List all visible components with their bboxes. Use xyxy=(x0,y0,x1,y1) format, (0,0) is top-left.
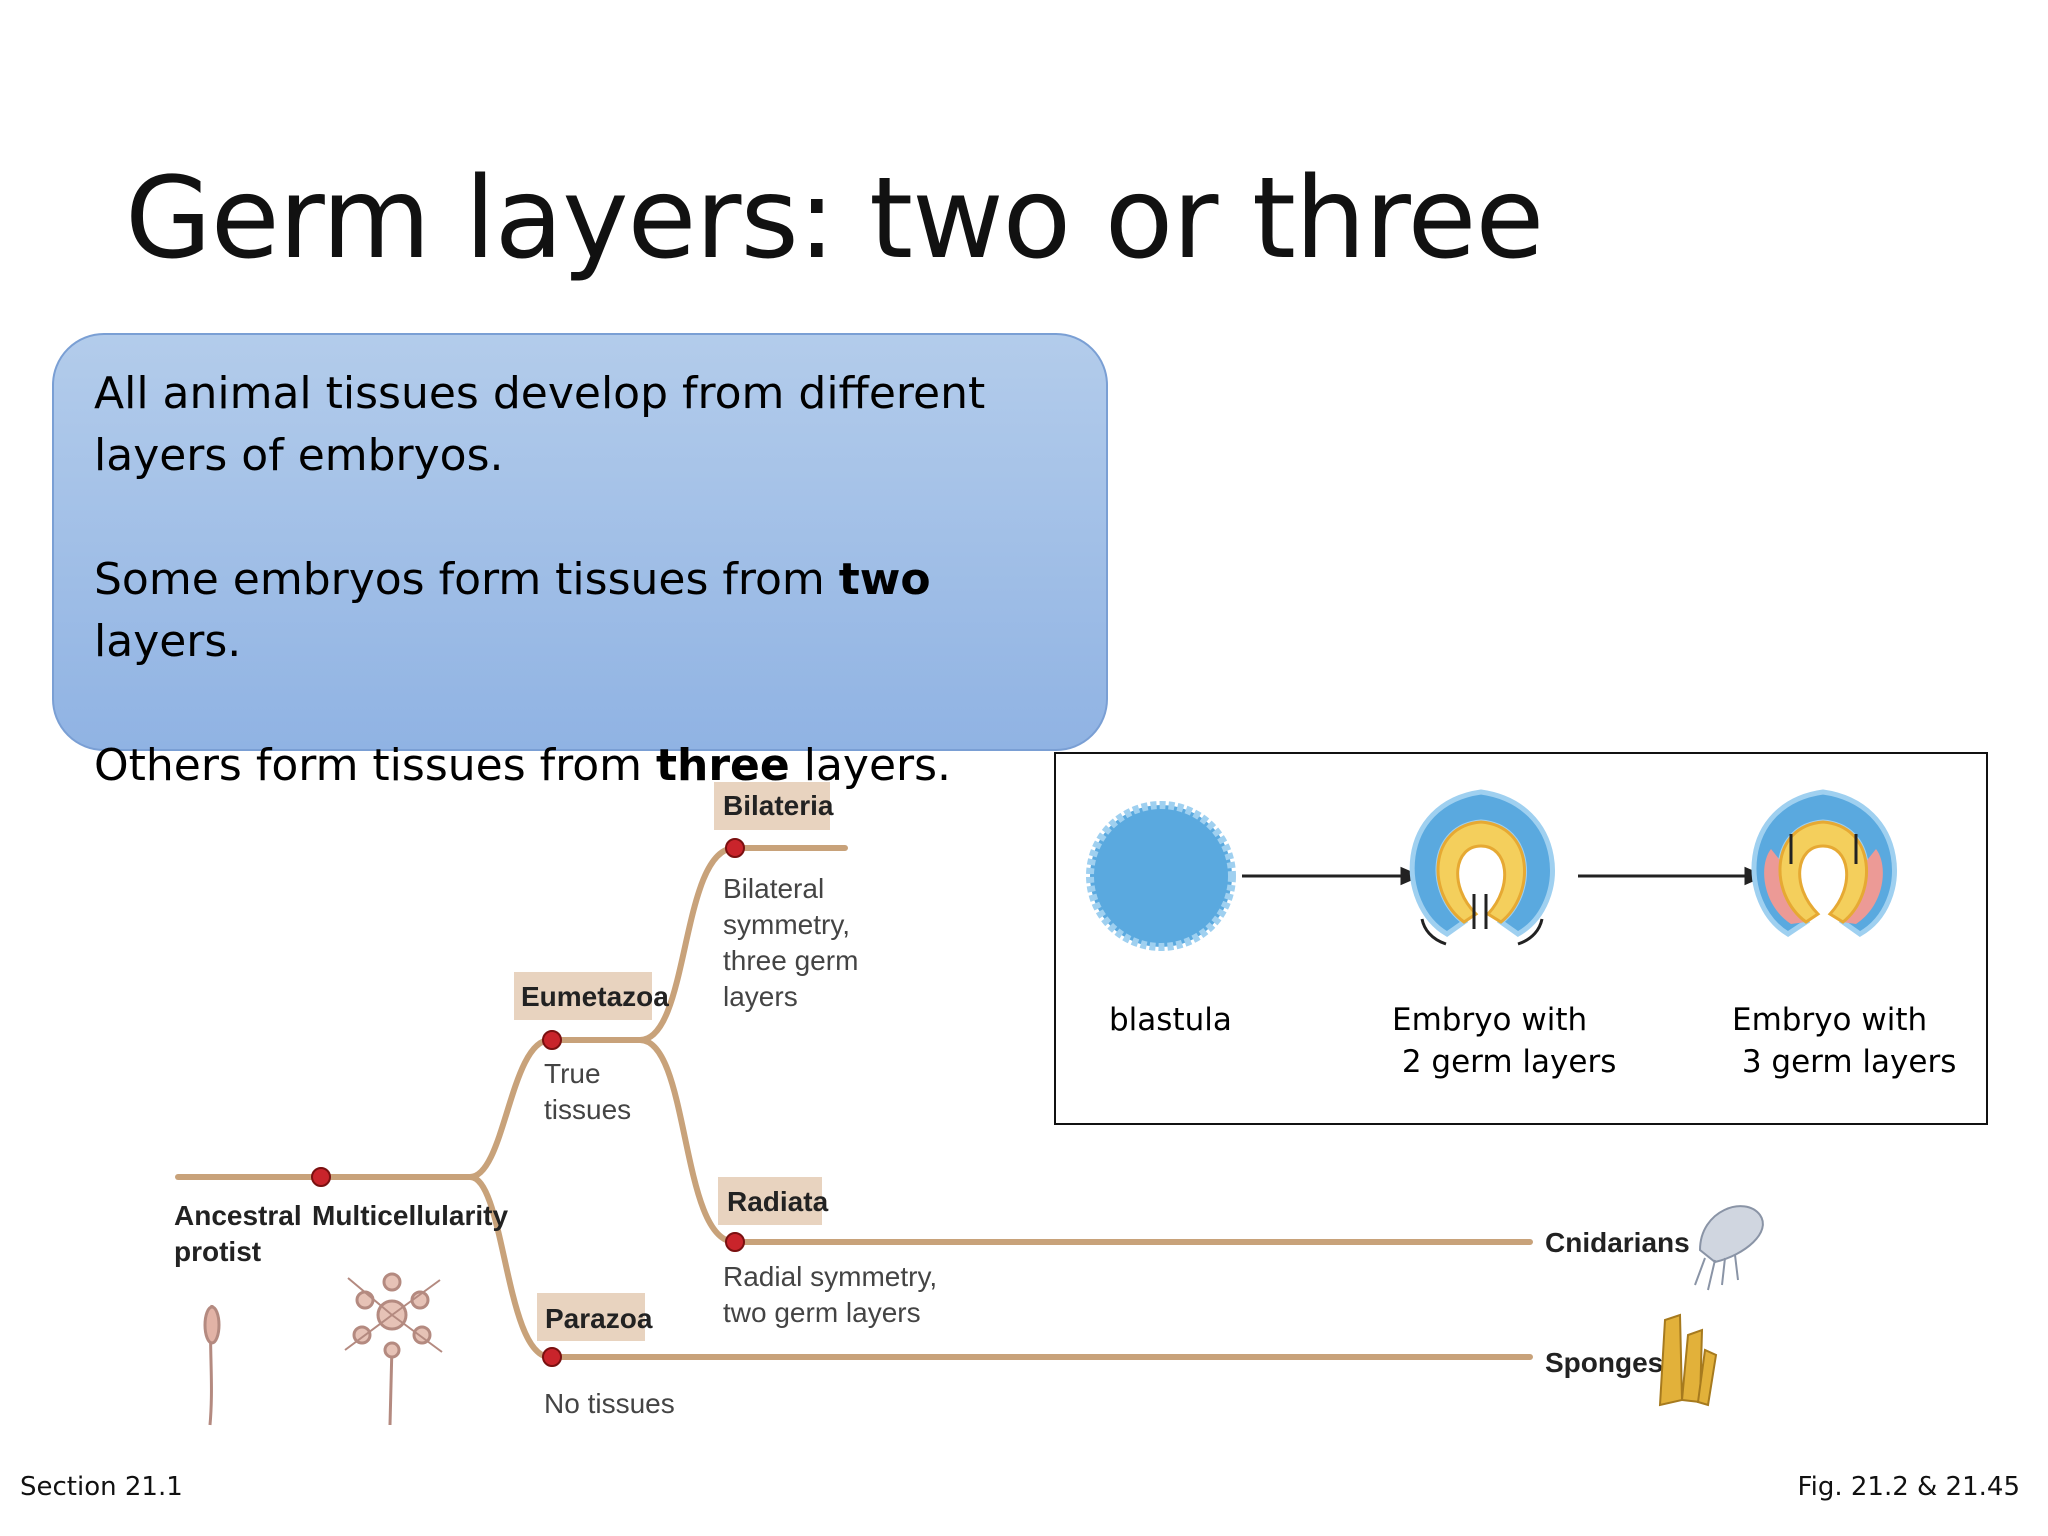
node-radiata xyxy=(725,1232,745,1252)
callout-line-3: Others form tissues from three layers. xyxy=(94,735,1066,797)
label-box-bilateria xyxy=(714,782,830,830)
blastula-illustration xyxy=(1086,801,1236,951)
label-multicellularity: Multicellularity xyxy=(312,1200,508,1231)
node-multicellularity xyxy=(311,1167,331,1187)
label-box-parazoa xyxy=(537,1293,645,1341)
desc-no-tissues: No tissues xyxy=(544,1388,675,1419)
callout-line-2: Some embryos form tissues from two layer… xyxy=(94,549,1066,673)
colony-illustration xyxy=(344,1272,443,1426)
branch-to-radiata xyxy=(637,1037,1533,1245)
embryo-panel: blastula Embryo with 2 germ layers Embry… xyxy=(1054,752,1988,1125)
sponge-illustration xyxy=(1658,1313,1718,1407)
callout-line-2-end: layers. xyxy=(94,616,242,667)
callout-line-1: All animal tissues develop from differen… xyxy=(94,368,986,481)
callout-line-2-start: Some embryos form tissues from xyxy=(94,554,839,605)
branch-to-bilateria xyxy=(637,845,848,1043)
label-bilateria: Bilateria xyxy=(723,790,834,821)
label-box-eumetazoa xyxy=(514,972,652,1020)
label-eumetazoa: Eumetazoa xyxy=(521,981,669,1012)
label-blastula: blastula xyxy=(1109,1002,1232,1038)
footer-figure-ref: Fig. 21.2 & 21.45 xyxy=(1797,1472,2020,1502)
slide-title: Germ layers: two or three xyxy=(125,154,1544,284)
info-callout: All animal tissues develop from differen… xyxy=(52,333,1108,791)
arrow-icon xyxy=(1242,866,1766,886)
footer-section: Section 21.1 xyxy=(20,1472,183,1502)
branch-to-parazoa xyxy=(467,1174,1533,1360)
label-radiata: Radiata xyxy=(727,1186,829,1217)
label-cnidarians: Cnidarians xyxy=(1545,1227,1690,1258)
gastrula-3-layers-illustration xyxy=(1751,789,1897,937)
gastrula-2-layers-illustration xyxy=(1409,789,1555,946)
label-3-germ-layers: Embryo with 3 germ layers xyxy=(1732,1002,1957,1080)
embryo-diagram xyxy=(1086,789,1897,951)
node-bilateria xyxy=(725,838,745,858)
label-parazoa: Parazoa xyxy=(545,1303,653,1334)
callout-line-3-start: Others form tissues from xyxy=(94,740,656,791)
callout-line-2-bold: two xyxy=(838,554,931,605)
label-2-germ-layers: Embryo with 2 germ layers xyxy=(1392,1002,1617,1080)
label-sponges: Sponges xyxy=(1545,1347,1663,1378)
label-box-radiata xyxy=(718,1177,822,1225)
protist-illustration xyxy=(203,1304,221,1426)
desc-radial: Radial symmetry,two germ layers xyxy=(723,1261,937,1328)
node-parazoa xyxy=(542,1347,562,1367)
jellyfish-illustration xyxy=(1694,1205,1764,1291)
node-eumetazoa xyxy=(542,1030,562,1050)
